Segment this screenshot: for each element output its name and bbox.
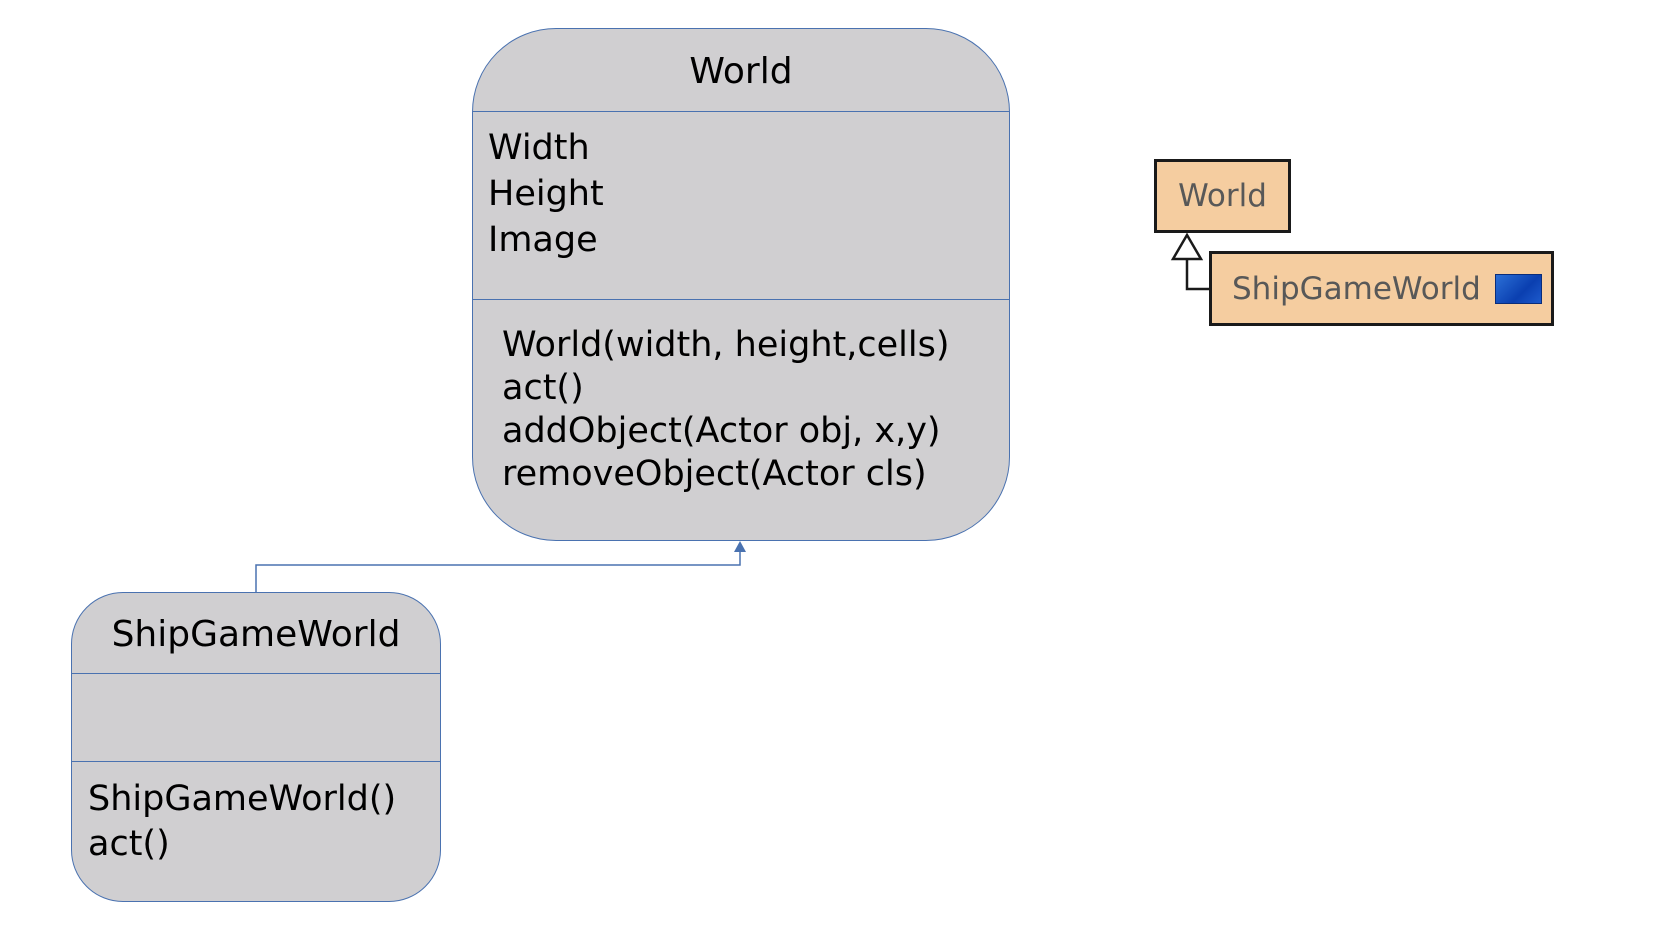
ship-class-divider: [72, 761, 440, 762]
ship-game-world-operations: ShipGameWorld() act(): [72, 777, 440, 867]
class-tree-world-node[interactable]: World: [1154, 159, 1291, 233]
ship-class-divider: [72, 673, 440, 674]
attribute-height: Height: [488, 174, 604, 214]
class-tree-world-label: World: [1178, 178, 1267, 214]
world-class-name: World: [689, 50, 793, 92]
class-tree-ship-game-world-node[interactable]: ShipGameWorld: [1209, 251, 1554, 326]
operation-constructor: ShipGameWorld(): [88, 779, 397, 819]
operation-add-object: addObject(Actor obj, x,y): [502, 411, 941, 451]
world-class-divider: [473, 111, 1009, 112]
class-tree-ship-game-world-label: ShipGameWorld: [1232, 270, 1481, 307]
ship-game-world-class-name: ShipGameWorld: [111, 613, 401, 655]
ship-game-world-class-box[interactable]: ShipGameWorld ShipGameWorld() act(): [71, 592, 441, 902]
operation-constructor: World(width, height,cells): [502, 325, 950, 365]
attribute-width: Width: [488, 128, 590, 168]
operation-act: act(): [502, 368, 584, 408]
world-attributes: Width Height Image: [473, 125, 1009, 263]
world-operations: World(width, height,cells) act() addObje…: [473, 324, 1009, 496]
inheritance-arrowhead-icon: [734, 541, 746, 552]
operation-remove-object: removeObject(Actor cls): [502, 454, 927, 494]
world-class-divider: [473, 299, 1009, 300]
attribute-image: Image: [488, 220, 598, 260]
ship-world-image-icon: [1494, 273, 1542, 304]
world-class-box[interactable]: World Width Height Image World(width, he…: [472, 28, 1010, 541]
operation-act: act(): [88, 824, 170, 864]
hollow-arrowhead-icon: [1170, 232, 1204, 261]
